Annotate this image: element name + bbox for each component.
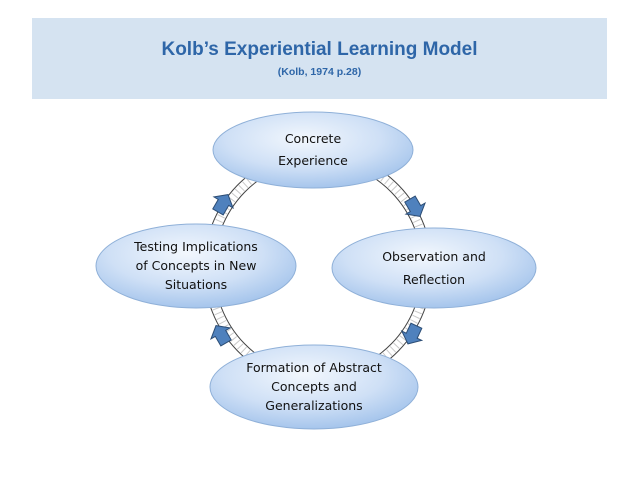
cycle-arrows (210, 194, 426, 347)
node-label-line: of Concepts in New (136, 258, 257, 273)
node-observation-reflection: Observation and Reflection (331, 227, 537, 309)
arrow-down-left-icon (400, 322, 424, 345)
node-label-line: Situations (165, 277, 227, 292)
title-band: Kolb’s Experiential Learning Model (Kolb… (32, 18, 607, 99)
node-label-line: Concrete (285, 131, 342, 146)
arrow-up-left-icon (210, 325, 232, 347)
node-label-line: Testing Implications (133, 239, 258, 254)
node-label-line: Reflection (403, 272, 465, 287)
arrow-down-right-icon (404, 195, 426, 217)
node-label-line: Formation of Abstract (246, 360, 382, 375)
arrow-up-right-icon (212, 194, 234, 216)
node-label-line: Concepts and (271, 379, 357, 394)
node-abstract-concepts: Formation of Abstract Concepts and Gener… (209, 344, 419, 430)
node-testing-implications: Testing Implications of Concepts in New … (95, 223, 297, 309)
node-label-line: Observation and (382, 249, 486, 264)
node-label-line: Generalizations (265, 398, 362, 413)
citation-subtitle: (Kolb, 1974 p.28) (277, 66, 362, 78)
node-label-line: Experience (278, 153, 348, 168)
node-concrete-experience: Concrete Experience (212, 111, 414, 189)
page-title: Kolb’s Experiential Learning Model (161, 39, 478, 60)
